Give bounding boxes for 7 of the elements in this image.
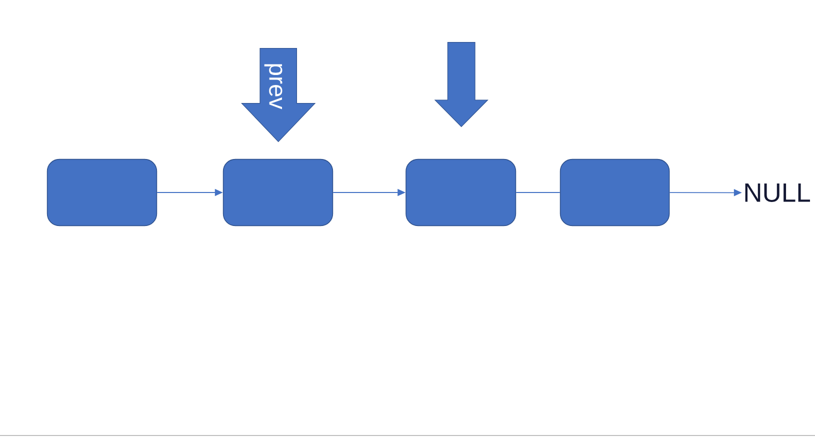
- pointer-arrow: [434, 42, 488, 128]
- list-node-box: [222, 158, 334, 226]
- connector-line: [516, 192, 560, 193]
- end-label: NULL: [745, 183, 810, 202]
- list-node-box: [406, 158, 516, 226]
- list-node-box: [560, 158, 670, 226]
- list-node-box: [46, 158, 158, 226]
